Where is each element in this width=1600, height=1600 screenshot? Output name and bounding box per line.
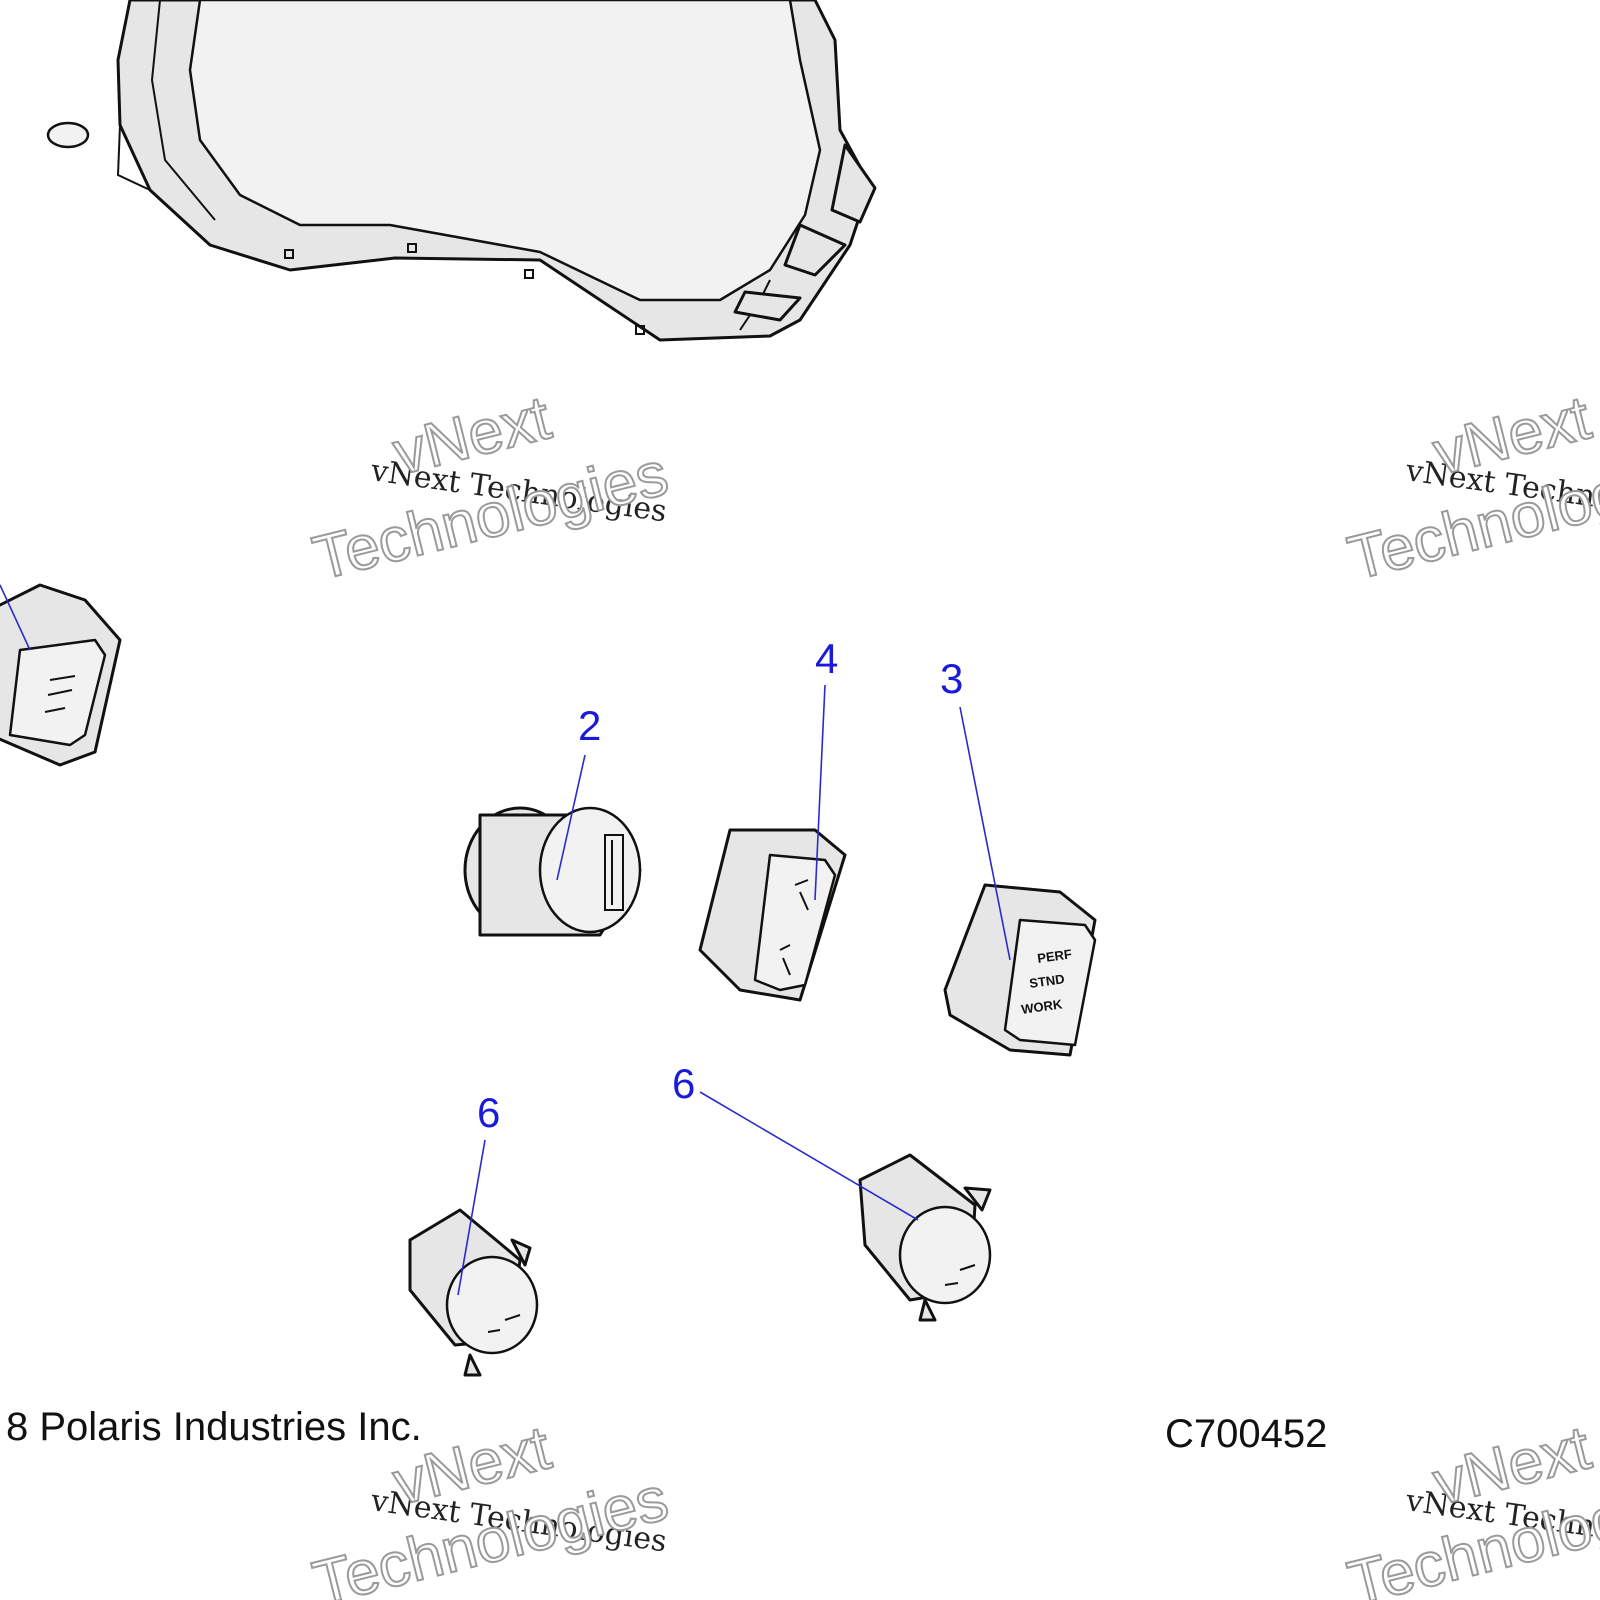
mode-label-work: WORK xyxy=(1020,996,1063,1017)
headlight-switch-icon xyxy=(0,583,122,767)
callout-6: 6 xyxy=(672,1060,695,1107)
ignition-key-switch-icon xyxy=(463,806,642,937)
callout-3: 3 xyxy=(940,655,963,702)
copyright-text: 8 Polaris Industries Inc. xyxy=(6,1405,422,1449)
mode-label-stnd: STND xyxy=(1028,971,1065,991)
drive-mode-switch-icon: PERF STND WORK xyxy=(943,883,1097,1057)
figure-code: C700452 xyxy=(1165,1412,1327,1456)
mode-label-perf: PERF xyxy=(1036,946,1072,966)
callout-6: 6 xyxy=(477,1089,500,1136)
watermark: vNext Technologies vNext Technologies xyxy=(1341,1412,1600,1600)
callout-4: 4 xyxy=(815,635,838,682)
awd-rocker-switch-icon xyxy=(698,828,847,1002)
callout-2: 2 xyxy=(578,702,601,749)
accessory-plug-icon xyxy=(858,1153,992,1322)
instrument-cluster-icon xyxy=(46,0,877,342)
watermark: vNext Technologies vNext Technologies xyxy=(306,382,676,594)
accessory-plug-icon xyxy=(408,1208,539,1377)
watermark: vNext Technologies vNext Technologies xyxy=(1341,382,1600,594)
